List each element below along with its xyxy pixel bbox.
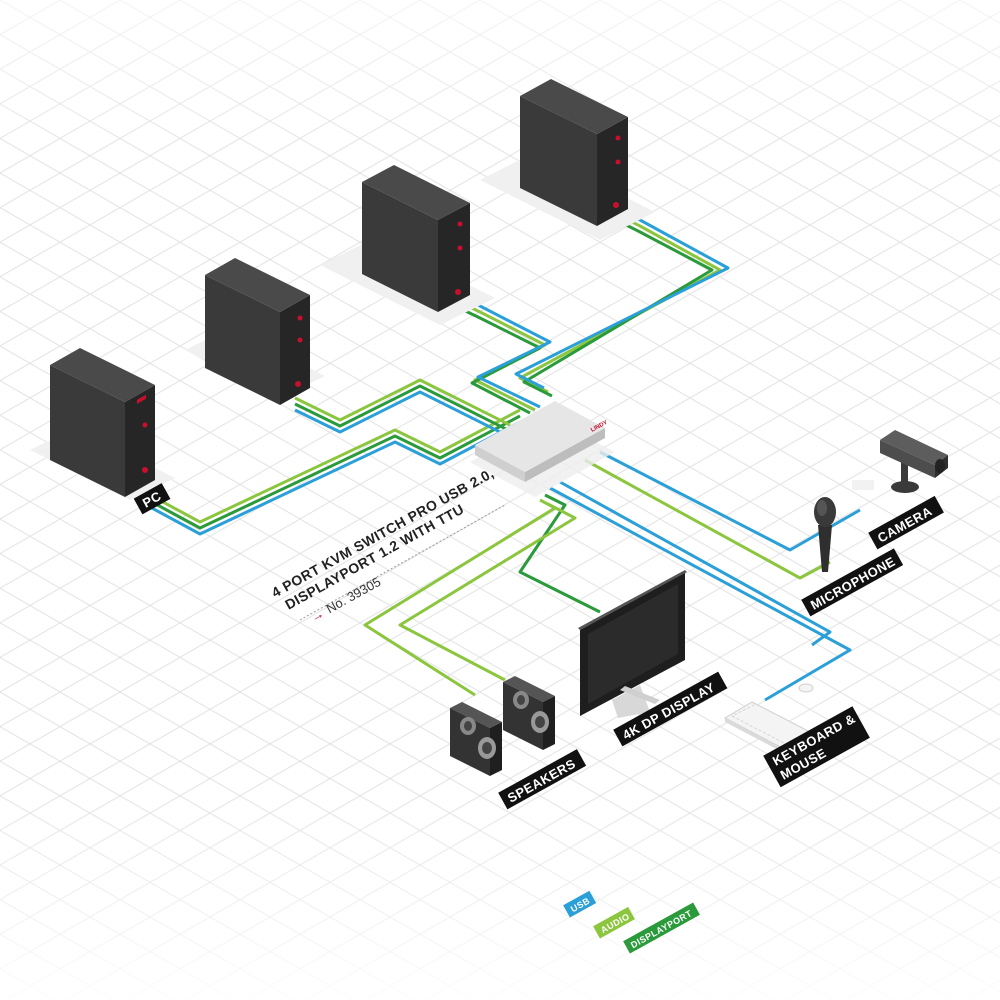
- camera-icon: [880, 430, 948, 493]
- pc4-dp-cable: [522, 216, 714, 398]
- mouse-usb-cable: [549, 486, 852, 702]
- pc2-audio-cable: [294, 378, 511, 427]
- pc-label: PC: [133, 483, 171, 515]
- pc1-dp-cable: [149, 414, 521, 530]
- speaker-left-audio-cable: [363, 498, 557, 697]
- camera-usb-cable: [599, 450, 861, 552]
- pc1-audio-cable: [149, 408, 521, 524]
- pc-tower-2: [185, 258, 325, 405]
- microphone-audio-cable: [584, 458, 831, 580]
- pc2-dp-cable: [294, 384, 511, 433]
- mouse-icon: [798, 683, 814, 693]
- speaker-right: [503, 676, 555, 750]
- kvm-switch: LINDY: [470, 401, 615, 497]
- speaker-left: [450, 702, 502, 776]
- caption-leader: [299, 504, 506, 621]
- pc-tower-4: [480, 79, 655, 240]
- keyboard-usb-cable: [559, 480, 832, 647]
- camera-plug: [852, 480, 874, 490]
- pc2-usb-cable: [294, 390, 511, 439]
- arrow-icon: →: [308, 606, 327, 625]
- pc-tower-1: [30, 348, 175, 500]
- display-icon: [578, 570, 687, 718]
- microphone-icon: [814, 497, 836, 572]
- pc1-usb-cable: [149, 420, 521, 536]
- speaker-right-audio-cable: [398, 502, 577, 682]
- pc-tower-3: [320, 165, 495, 325]
- cables: [149, 204, 861, 702]
